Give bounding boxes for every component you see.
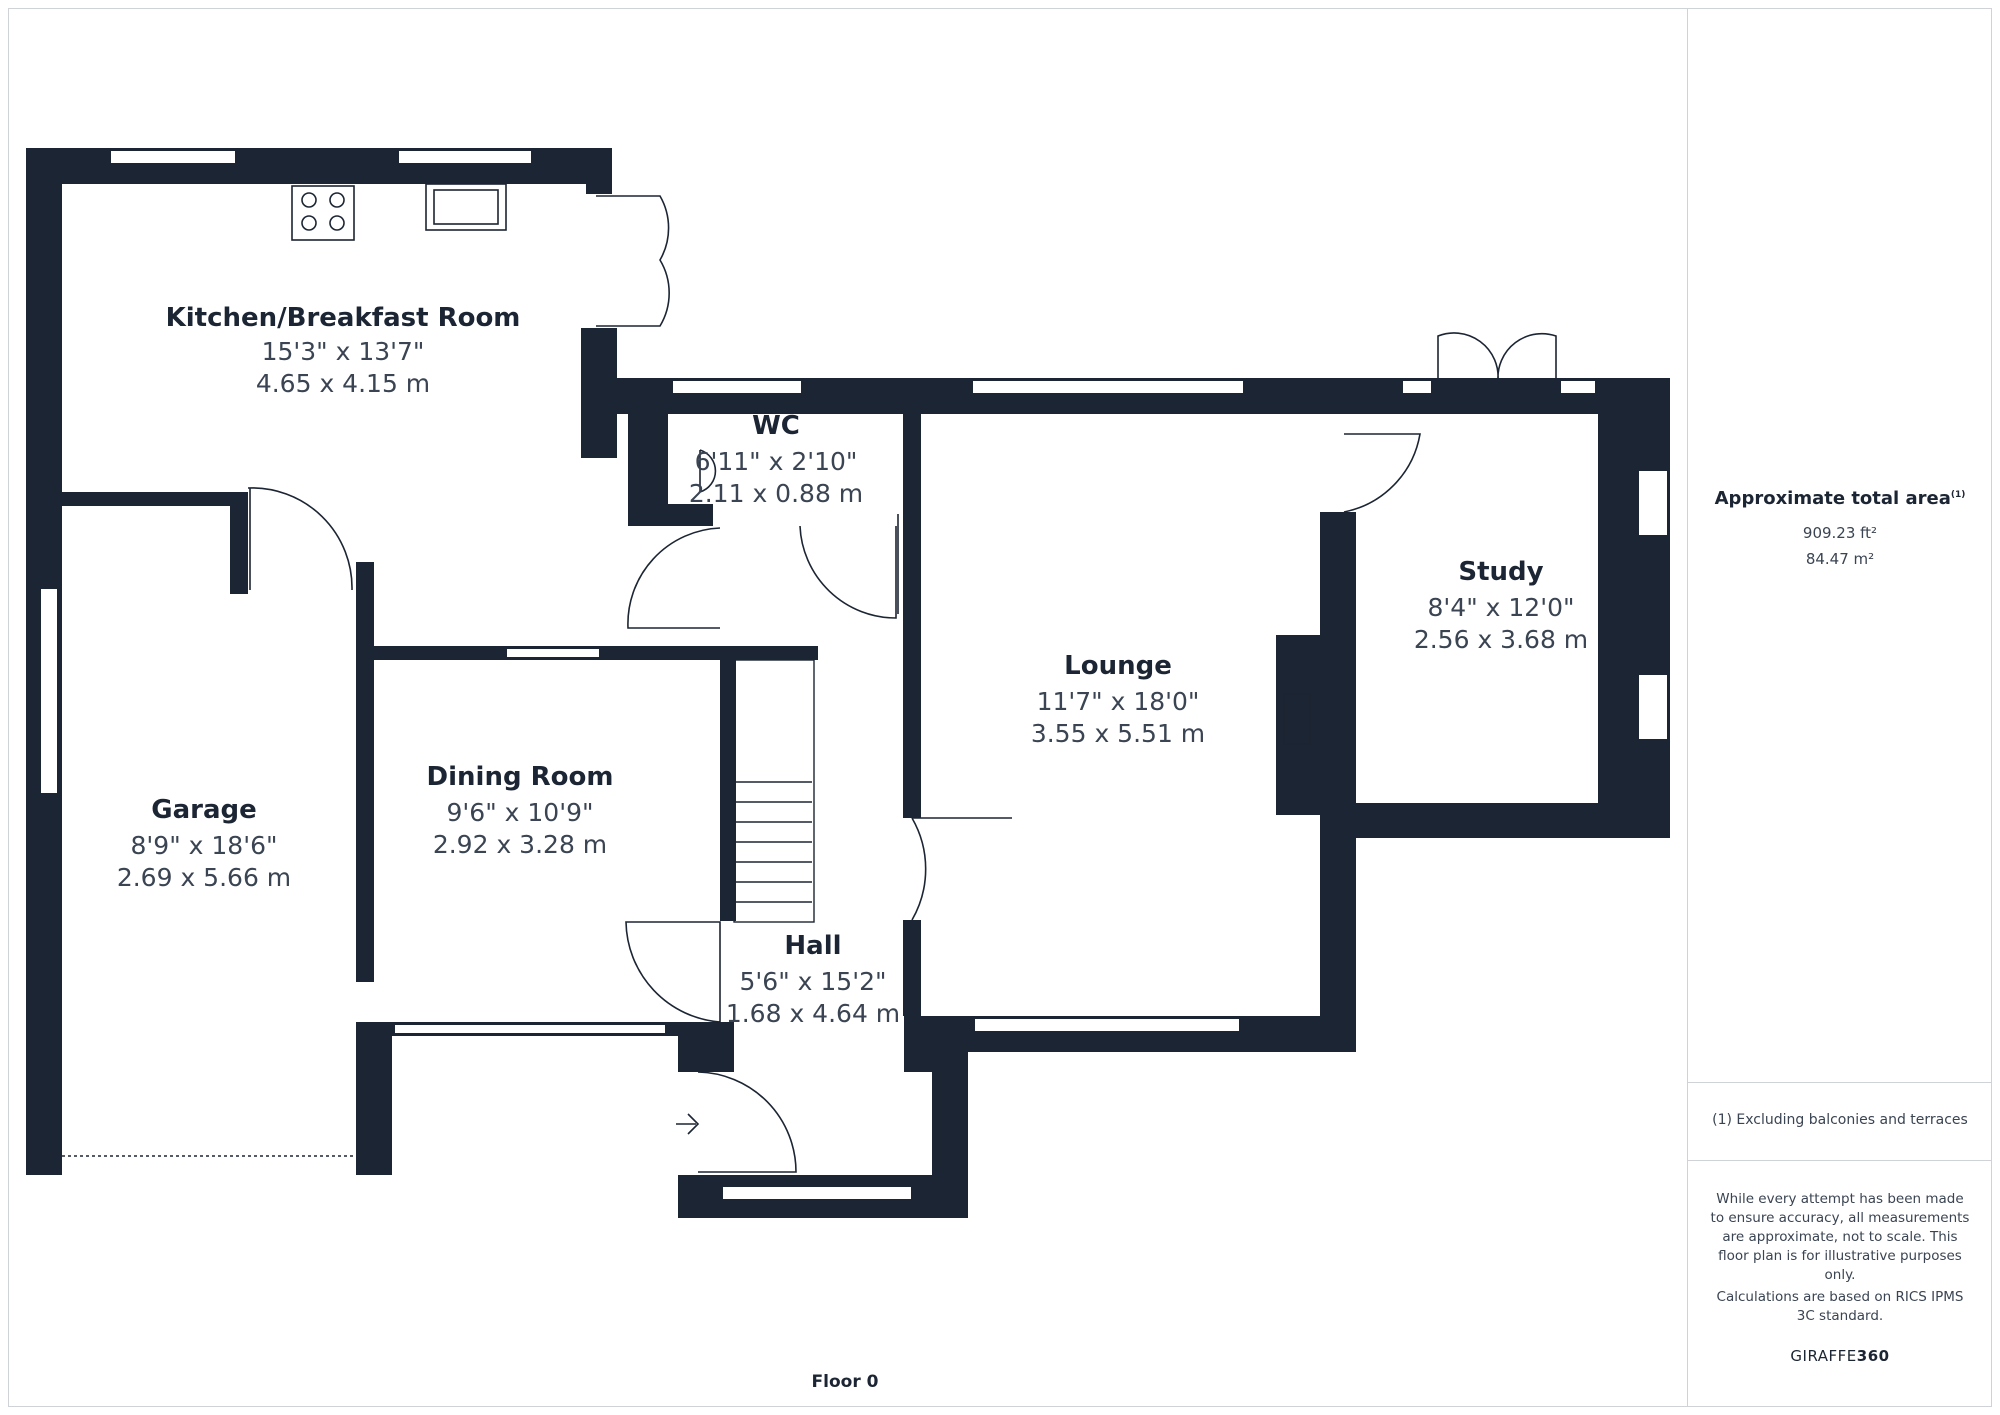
page-frame (8, 8, 1992, 1407)
room-name-lounge: Lounge (1064, 651, 1172, 681)
exclusion-note: (1) Excluding balconies and terraces (1712, 1112, 1968, 1128)
window (397, 149, 533, 165)
area-title: Approximate total area(1) (1710, 488, 1970, 509)
windows (39, 149, 1669, 1201)
wall-garage-east (356, 562, 374, 982)
room-dim-imperial-study: 8'4" x 12'0" (1428, 593, 1575, 622)
wall-lounge-east (1320, 512, 1356, 1052)
room-name-hall: Hall (784, 931, 841, 961)
wall-garage-north-stub (230, 492, 248, 594)
hob (291, 185, 355, 241)
sink (425, 183, 507, 231)
stairs (733, 659, 815, 923)
room-dim-metric-kitchen: 4.65 x 4.15 m (256, 369, 430, 398)
sidebar-divider (1687, 8, 1688, 1407)
door-study (1343, 433, 1421, 513)
door-garage (247, 487, 353, 591)
room-dim-imperial-kitchen: 15'3" x 13'7" (262, 337, 425, 366)
room-dim-metric-lounge: 3.55 x 5.51 m (1031, 719, 1205, 748)
wc-basin (699, 449, 717, 494)
room-name-dining: Dining Room (427, 762, 614, 792)
wall-wc-west (628, 378, 668, 526)
room-dim-metric-dining: 2.92 x 3.28 m (433, 830, 607, 859)
hob-ring (301, 215, 317, 231)
floor-plan: Kitchen/Breakfast Room 15'3" x 13'7" 4.6… (26, 148, 1670, 1218)
room-dim-metric-garage: 2.69 x 5.66 m (117, 863, 291, 892)
brand-prefix: GIRAFFE (1790, 1347, 1857, 1365)
area-note-marker: (1) (1950, 490, 1966, 500)
hob-ring (301, 192, 317, 208)
chimney (1276, 635, 1320, 815)
window (505, 647, 601, 659)
window (39, 587, 59, 795)
window (1637, 469, 1669, 537)
wall-study-south (1320, 803, 1670, 838)
window (671, 379, 803, 395)
wall-garage-east-lower (356, 1022, 392, 1175)
door-front (697, 1071, 797, 1173)
window (393, 1023, 667, 1035)
door-study-patio (1437, 332, 1557, 381)
wall-kitchen-ne (586, 148, 612, 194)
window (109, 149, 237, 165)
window (721, 1185, 913, 1201)
area-title-text: Approximate total area (1714, 488, 1951, 509)
window (1401, 379, 1433, 395)
door-hall (799, 525, 897, 619)
brand-logo: GIRAFFE360 (1710, 1347, 1970, 1365)
room-name-kitchen: Kitchen/Breakfast Room (166, 303, 521, 333)
room-name-garage: Garage (151, 795, 257, 825)
window (1637, 673, 1669, 741)
calculation-note: Calculations are based on RICS IPMS 3C s… (1716, 1289, 1964, 1324)
sink-basin (433, 189, 499, 225)
wall-lounge-west (903, 414, 921, 818)
room-name-wc: WC (752, 411, 800, 441)
window (971, 379, 1245, 395)
wall-garage-north (62, 492, 248, 506)
wall-lounge-west-lower (903, 920, 921, 1016)
fireplace (1283, 693, 1311, 745)
wall-dining-east (720, 646, 736, 921)
sidebar-separator (1688, 1082, 1992, 1083)
room-dim-imperial-garage: 8'9" x 18'6" (131, 831, 278, 860)
hob-ring (329, 215, 345, 231)
floor-label: Floor 0 (811, 1372, 879, 1392)
door-lounge (911, 817, 927, 921)
hob-ring (329, 192, 345, 208)
room-dim-metric-study: 2.56 x 3.68 m (1414, 625, 1588, 654)
brand-suffix: 360 (1856, 1347, 1890, 1365)
window (1559, 379, 1597, 395)
window (973, 1017, 1241, 1033)
wall-kitchen-east (581, 328, 617, 458)
kitchen-fittings (291, 183, 1311, 745)
door-kitchen-patio (596, 195, 670, 327)
room-dim-metric-wc: 2.11 x 0.88 m (689, 479, 863, 508)
area-metric: 84.47 m² (1805, 550, 1875, 568)
door-wc (627, 527, 721, 629)
disclaimer: While every attempt has been made to ens… (1710, 1191, 1970, 1283)
room-dim-metric-hall: 1.68 x 4.64 m (726, 999, 900, 1028)
entrance-arrow-icon (676, 1113, 700, 1135)
door-dining (625, 921, 721, 1023)
room-dim-imperial-lounge: 11'7" x 18'0" (1037, 687, 1200, 716)
room-dim-imperial-wc: 6'11" x 2'10" (695, 447, 858, 476)
wall-wc-south (628, 504, 713, 526)
wall-study-east (1598, 378, 1670, 838)
doors (62, 195, 1557, 1173)
room-dim-imperial-hall: 5'6" x 15'2" (740, 967, 887, 996)
area-imperial: 909.23 ft² (1802, 524, 1878, 542)
room-name-study: Study (1458, 557, 1543, 587)
sidebar-separator (1688, 1160, 1992, 1161)
stair-outline (733, 659, 815, 923)
room-dim-imperial-dining: 9'6" x 10'9" (447, 798, 594, 827)
